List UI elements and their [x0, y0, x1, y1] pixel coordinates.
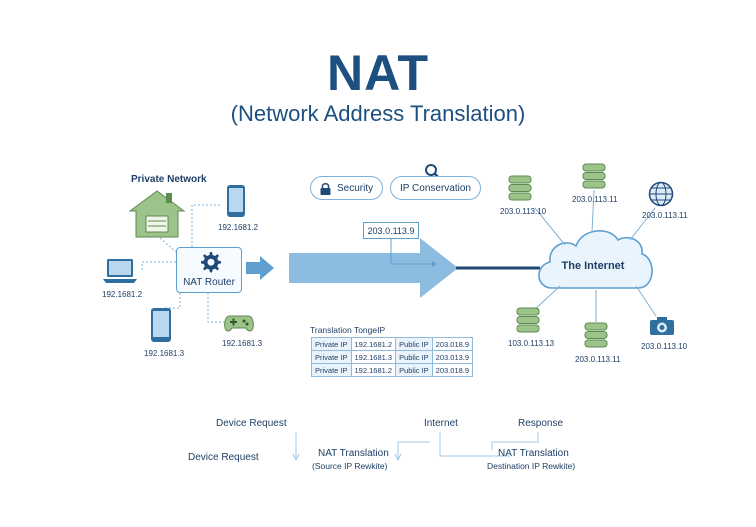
- node-ip-6: 203.0.113.10: [641, 342, 688, 351]
- connector-laptop: [141, 261, 176, 272]
- public-ip-box: 203.0.113.9: [363, 222, 419, 239]
- flow-nat-translation-1: NAT Translation: [318, 448, 389, 459]
- router-label: NAT Router: [183, 277, 235, 288]
- node-ip-2: 203.0.113.11: [572, 195, 618, 204]
- table-cell: Private IP: [311, 363, 352, 377]
- server-icon: [516, 307, 540, 333]
- table-cell: Private IP: [311, 337, 352, 351]
- table-cell: 192.1681.2: [350, 363, 397, 377]
- nat-router: NAT Router: [176, 247, 242, 293]
- flow-lines: [292, 432, 539, 462]
- internet-connectors: [531, 189, 657, 322]
- page-subtitle: (Network Address Translation): [230, 101, 526, 126]
- ip-pointer-head: [432, 261, 437, 267]
- tablet-icon: [151, 308, 171, 342]
- ip-conservation-label: IP Conservation: [400, 182, 471, 194]
- device-ip-laptop: 192.1681.2: [102, 290, 143, 299]
- node-ip-4: 103.0.113.13: [508, 339, 555, 348]
- laptop-icon: [103, 259, 137, 283]
- table-cell: 192.1681.2: [350, 337, 397, 351]
- translation-arrow: [289, 238, 458, 298]
- device-ip-smartphone: 192.1681.2: [218, 223, 259, 232]
- security-label: Security: [337, 182, 374, 194]
- connector-tablet: [165, 293, 181, 309]
- connector-house: [159, 237, 177, 253]
- flow-device-request-left: Device Request: [188, 452, 259, 463]
- private-network-heading: Private Network: [131, 174, 207, 185]
- gear-icon: [201, 252, 221, 273]
- gamepad-icon: [224, 315, 254, 332]
- flow-nat-translation-1-sub: (Source IP Rewkite): [312, 461, 388, 471]
- translation-table-title: Translation TongeIP: [310, 325, 386, 335]
- flow-device-request-top: Device Request: [216, 418, 287, 429]
- node-ip-1: 203.0.113.10: [500, 207, 547, 216]
- table-cell: Public IP: [395, 337, 433, 351]
- router-output-arrow: [246, 256, 274, 280]
- ip-pointer-line: [390, 239, 432, 265]
- node-ip-5: 203.0.113.11: [575, 355, 621, 364]
- lock-icon: [320, 182, 331, 195]
- server-icon: [584, 322, 608, 348]
- flow-nat-translation-2: NAT Translation: [498, 448, 569, 459]
- flow-response: Response: [518, 418, 564, 429]
- table-cell: 203.018.9: [431, 363, 474, 377]
- table-cell: 203.013.9: [431, 350, 474, 364]
- connector-gamepad: [207, 293, 228, 323]
- device-ip-gamepad: 192.1681.3: [222, 339, 263, 348]
- globe-icon: [648, 181, 674, 207]
- security-pill: Security: [310, 176, 384, 200]
- table-cell: Private IP: [311, 350, 352, 364]
- private-connectors: [141, 204, 228, 323]
- ip-conservation-pill: IP Conservation: [390, 176, 481, 200]
- connector-smartphone: [191, 204, 220, 247]
- smartphone-icon: [227, 185, 245, 217]
- flow-nat-translation-2-sub: Destination IP Rewkite): [487, 461, 576, 471]
- table-cell: Public IP: [395, 363, 433, 377]
- table-cell: 192.1681.3: [350, 350, 397, 364]
- internet-cloud: [538, 230, 653, 289]
- house-icon: [128, 190, 186, 238]
- flow-internet: Internet: [424, 418, 458, 429]
- server-icon: [508, 175, 532, 201]
- page-title: NAT: [326, 45, 430, 101]
- internet-label: The Internet: [561, 260, 625, 272]
- table-cell: 203.018.9: [431, 337, 474, 351]
- table-cell: Public IP: [395, 350, 433, 364]
- node-ip-3: 203.0.113.11: [642, 211, 688, 220]
- camera-icon: [650, 317, 674, 335]
- device-ip-tablet: 192.1681.3: [144, 349, 185, 358]
- server-icon: [582, 163, 606, 189]
